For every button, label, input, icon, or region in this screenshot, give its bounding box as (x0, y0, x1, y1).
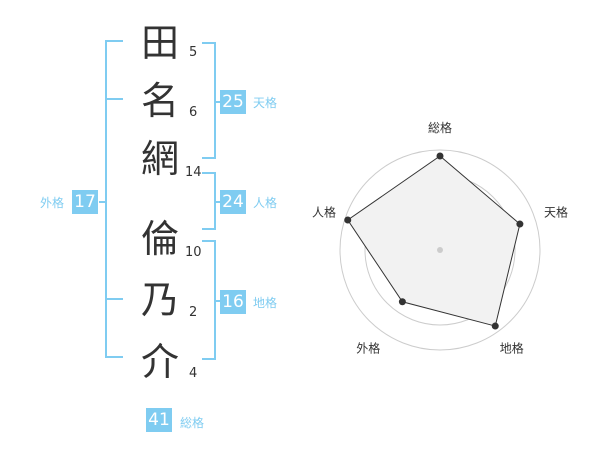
name-char-3: 網 (140, 137, 179, 181)
chikaku-value: 16 (220, 290, 246, 314)
name-char-6: 介 (140, 340, 179, 384)
name-char-4: 倫 (140, 217, 179, 261)
jinkaku-label: 人格 (253, 196, 278, 210)
stroke-count-6: 4 (189, 366, 198, 381)
radar-point-5 (344, 216, 352, 224)
radar-axis-label-4: 外格 (356, 341, 380, 356)
radar-point-4 (398, 298, 406, 306)
tenkaku-label: 天格 (253, 96, 278, 110)
name-char-2: 名 (140, 79, 179, 123)
radar-axis-label-5: 人格 (312, 204, 336, 219)
soukaku-label: 総格 (180, 416, 205, 430)
tenkaku-value: 25 (220, 90, 246, 114)
stroke-count-5: 2 (189, 305, 198, 320)
stroke-count-3: 14 (185, 165, 202, 180)
radar-points (344, 152, 524, 330)
soukaku-value: 41 (146, 408, 172, 432)
stroke-count-1: 5 (189, 45, 198, 60)
stroke-count-4: 10 (185, 245, 202, 260)
radar-center-dot (437, 247, 443, 253)
radar-axis-label-3: 地格 (500, 341, 524, 356)
name-char-5: 乃 (140, 278, 179, 322)
radar-point-3 (491, 322, 499, 330)
radar-axis-label-1: 総格 (428, 120, 452, 135)
radar-data-area (347, 155, 521, 327)
gaikaku-value: 17 (72, 190, 98, 214)
radar-ring-4 (339, 149, 541, 351)
chikaku-label: 地格 (253, 296, 278, 310)
name-char-1: 田 (140, 21, 179, 65)
radar-point-2 (516, 220, 524, 228)
radar-point-1 (436, 152, 444, 160)
radar-axis-label-2: 天格 (544, 204, 568, 219)
jinkaku-value: 24 (220, 190, 246, 214)
stroke-count-2: 6 (189, 105, 198, 120)
gaikaku-label: 外格 (40, 196, 65, 210)
